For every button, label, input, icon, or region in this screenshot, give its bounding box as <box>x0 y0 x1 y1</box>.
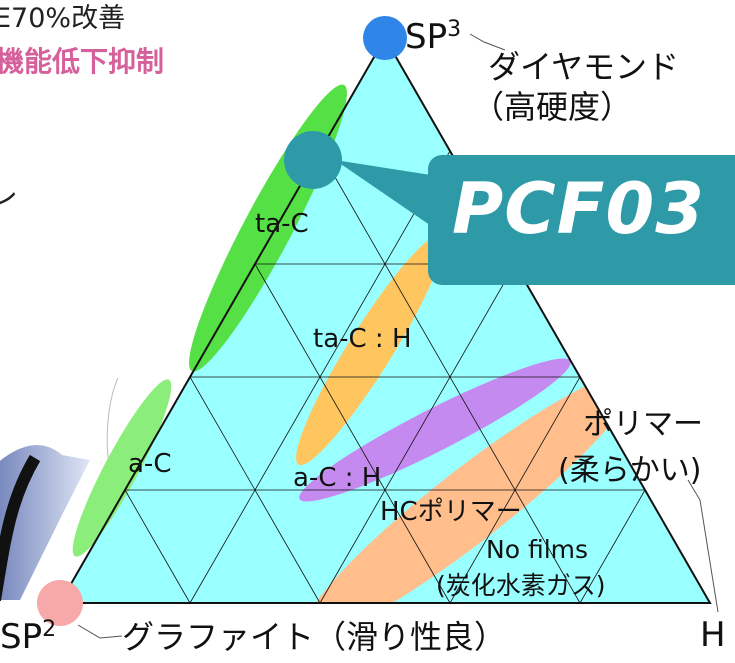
ta-c-h-label: ta-C : H <box>313 324 412 354</box>
a-c-region <box>72 379 172 557</box>
hardness-caption: （高硬度） <box>472 88 632 126</box>
clipped-pink-heading: 機能低下抑制 <box>0 45 165 78</box>
sp3-label: SP3 <box>405 17 461 57</box>
polymer-band <box>303 372 637 603</box>
a-c-label: a-C <box>128 449 171 479</box>
ta-c-label: ta-C <box>255 209 309 239</box>
a-c-h-region <box>299 358 571 502</box>
clipped-heading-text: E70%改善 <box>0 3 126 34</box>
clipped-left-glyph: レ <box>0 178 18 213</box>
no-films-label: No films <box>486 535 588 564</box>
sp2-marker <box>37 580 83 626</box>
triangle-outline <box>58 35 712 604</box>
pcf03-label: PCF03 <box>452 168 705 250</box>
polymer-label: ポリマー <box>583 407 703 442</box>
hc-polymer-label: HCポリマー <box>380 497 522 527</box>
graphite-caption: グラファイト（滑り性良） <box>122 618 506 656</box>
pcf03-marker <box>284 131 342 189</box>
ta-c-h-region <box>296 234 444 466</box>
diamond-caption: ダイヤモンド <box>488 48 679 86</box>
callout-pointer <box>335 160 450 232</box>
h-label: H <box>700 615 726 655</box>
pcf03-callout <box>428 155 735 285</box>
leader-lines <box>77 33 719 639</box>
sp3-marker <box>363 16 407 60</box>
hydrocarbon-gas-label: (炭化水素ガス) <box>436 571 606 600</box>
a-c-h-label: a-C : H <box>293 463 381 493</box>
sp2-label: SP2 <box>0 617 56 657</box>
soft-label: (柔らかい) <box>558 453 701 488</box>
